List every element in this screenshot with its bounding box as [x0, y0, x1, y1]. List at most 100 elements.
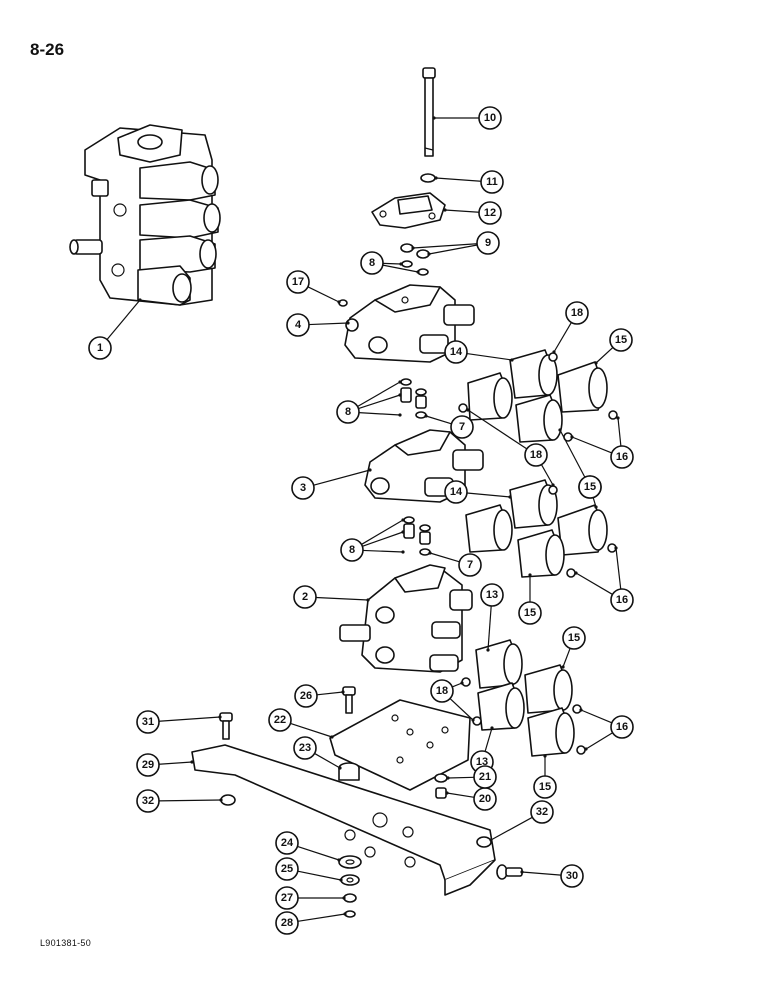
callout-number: 17 [292, 276, 304, 288]
callout-32: 32 [530, 800, 554, 824]
callout-30: 30 [560, 864, 584, 888]
leader-line-18-0 [553, 322, 572, 353]
callout-circle [518, 601, 542, 625]
callout-circle [275, 886, 299, 910]
bolt-26-drawing [342, 686, 356, 714]
leader-tip-7 [428, 551, 432, 555]
leader-tip-15 [543, 754, 547, 758]
callout-number: 15 [524, 607, 536, 619]
callout-16: 16 [610, 445, 634, 469]
leader-line-2-0 [315, 596, 369, 601]
callout-circle [480, 583, 504, 607]
drawing-code: L901381-50 [40, 938, 92, 948]
leader-tip-15 [561, 665, 565, 669]
leader-tip-32 [219, 798, 223, 802]
callout-circle [136, 710, 160, 734]
leader-line-22-0 [290, 722, 333, 738]
leader-tip-25 [339, 878, 343, 882]
callout-circle [275, 831, 299, 855]
callout-circle [291, 476, 315, 500]
callout-circle [136, 753, 160, 777]
callout-circle [478, 201, 502, 225]
callout-circle [610, 588, 634, 612]
leader-tip-18 [551, 483, 555, 487]
callout-15: 15 [518, 601, 542, 625]
callout-15: 15 [609, 328, 633, 352]
fastener-20-21-drawing [434, 773, 448, 799]
leader-line-7-0 [429, 552, 460, 563]
callout-11: 11 [480, 170, 504, 194]
leader-line-15-0 [595, 347, 614, 364]
cover-plate-drawing [371, 192, 446, 229]
leader-line-18-0 [451, 682, 463, 688]
callout-12: 12 [478, 201, 502, 225]
callout-number: 29 [142, 759, 154, 771]
callout-15: 15 [578, 475, 602, 499]
leader-tip-1 [138, 298, 142, 302]
leader-line-26-0 [316, 691, 344, 696]
callout-number: 14 [450, 346, 463, 358]
callout-number: 7 [467, 559, 473, 571]
callout-number: 12 [484, 207, 496, 219]
leader-tip-16 [584, 747, 588, 751]
callout-number: 30 [566, 870, 578, 882]
fittings-mid2-drawing [403, 516, 431, 556]
callout-number: 18 [436, 685, 448, 697]
callout-circle [524, 443, 548, 467]
leader-line-30-0 [521, 871, 562, 876]
leader-tip-27 [342, 896, 346, 900]
callout-circle [286, 270, 310, 294]
leader-tip-16 [574, 571, 578, 575]
callout-16: 16 [610, 588, 634, 612]
callout-number: 32 [536, 806, 548, 818]
callout-number: 4 [295, 319, 302, 331]
support-bracket-drawing [191, 744, 496, 896]
nut-drawing [420, 173, 436, 183]
callout-15: 15 [533, 775, 557, 799]
callout-3: 3 [291, 476, 315, 500]
callout-number: 20 [479, 793, 491, 805]
callout-circle [476, 231, 500, 255]
page-number: 8-26 [30, 40, 65, 59]
callout-number: 18 [530, 449, 542, 461]
callout-circle [473, 765, 497, 789]
callout-circle [609, 328, 633, 352]
leader-line-18-1 [449, 698, 474, 721]
callout-4: 4 [286, 313, 310, 337]
assembled-valve-drawing [69, 124, 221, 306]
callout-8: 8 [336, 400, 360, 424]
callout-circle [480, 170, 504, 194]
leader-tip-2 [366, 598, 370, 602]
bolt-31-drawing [219, 712, 233, 740]
leader-line-15-0 [559, 429, 586, 478]
callout-8: 8 [340, 538, 364, 562]
leader-line-17-0 [307, 286, 340, 303]
leader-tip-23 [338, 766, 342, 770]
leader-tip-8 [398, 380, 402, 384]
nut-32-right-drawing [476, 836, 492, 848]
callout-17: 17 [286, 270, 310, 294]
leader-line-16-1 [617, 417, 622, 447]
leader-line-8-0 [382, 262, 402, 265]
callout-circle [610, 715, 634, 739]
callout-number: 27 [281, 892, 293, 904]
bushing-drawing [338, 762, 360, 781]
callout-13: 13 [480, 583, 504, 607]
callout-9: 9 [476, 231, 500, 255]
leader-line-8-0 [357, 381, 401, 408]
leader-lines [106, 116, 622, 922]
callout-7: 7 [458, 553, 482, 577]
callout-circle [293, 736, 317, 760]
leader-line-13-0 [487, 605, 492, 651]
callout-26: 26 [294, 684, 318, 708]
callout-number: 16 [616, 451, 628, 463]
callout-number: 21 [479, 771, 491, 783]
leader-line-31-0 [158, 716, 221, 722]
leader-tip-28 [343, 912, 347, 916]
callout-number: 32 [142, 795, 154, 807]
leader-tip-18 [552, 350, 556, 354]
callout-circle [336, 400, 360, 424]
leader-line-29-0 [158, 761, 193, 765]
leader-line-15-0 [562, 648, 571, 668]
callout-circle [275, 911, 299, 935]
